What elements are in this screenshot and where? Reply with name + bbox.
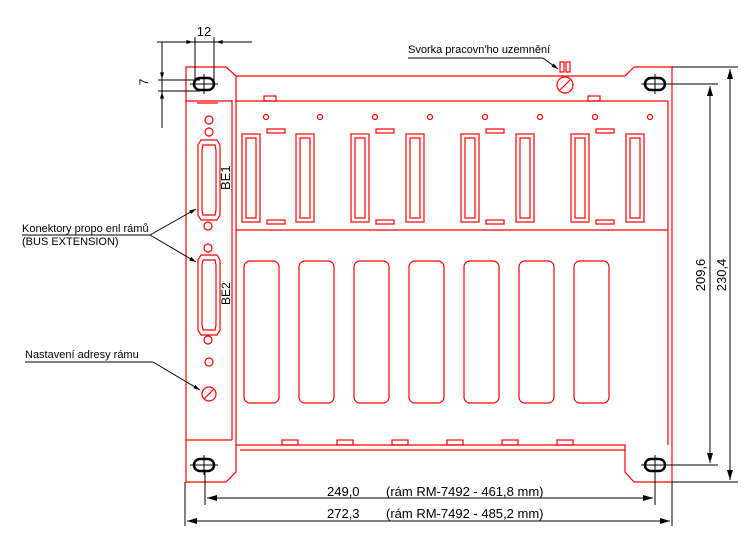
slot-screw	[481, 113, 489, 121]
slot-guide	[595, 219, 615, 225]
slot-window	[243, 260, 280, 404]
bottom-tab	[446, 439, 464, 446]
slot-screw	[371, 113, 379, 121]
slot-connector-inner	[409, 137, 421, 219]
slot-guide	[375, 128, 395, 134]
slot-connector	[295, 133, 315, 223]
slot-screw	[591, 113, 599, 121]
slot-guide	[266, 128, 286, 134]
slot-screw	[262, 113, 270, 121]
slot-connector	[405, 133, 425, 223]
slot-connector-inner	[574, 137, 586, 219]
slot-screw	[316, 113, 324, 121]
slot-connector-inner	[245, 137, 257, 219]
slot-connector	[625, 133, 645, 223]
slot-screw	[646, 113, 654, 121]
slot-guide	[595, 128, 615, 134]
dim-overall-width-note: (rám RM-7492 - 485,2 mm)	[386, 506, 543, 521]
slot-screw	[426, 113, 434, 121]
callout-grounding-terminal: Svorka pracovn'ho uzemnění	[408, 44, 559, 70]
dim-hole-width: 12	[197, 24, 211, 39]
slot-window	[408, 260, 445, 404]
dim-overall-height: 230,4	[714, 259, 729, 292]
card-slot-connectors	[241, 113, 654, 225]
slot-guide	[266, 219, 286, 225]
slot-window	[518, 260, 555, 404]
bottom-tab	[281, 439, 299, 446]
slot-window	[298, 260, 335, 404]
slot-connector-inner	[354, 137, 366, 219]
slot-connector-inner	[519, 137, 531, 219]
bottom-tab	[391, 439, 409, 446]
bus-connector-be2: BE2	[197, 243, 233, 345]
slot-guide	[375, 219, 395, 225]
dim-horizontal-hole-spacing: 249,0	[327, 484, 360, 499]
dimension-vertical-hole-spacing: 209,6	[662, 83, 718, 466]
dimension-horizontal-hole-spacing: 249,0 (rám RM-7492 - 461,8 mm)	[204, 470, 656, 505]
bus-connector-be1: BE1	[197, 127, 233, 231]
bottom-tab	[501, 439, 519, 446]
slot-connector	[350, 133, 370, 223]
grounding-terminal-label: Svorka pracovn'ho uzemnění	[408, 44, 550, 56]
slot-guide	[485, 219, 505, 225]
callout-address-setting: Nastavení adresy rámu	[25, 349, 201, 391]
dim-hole-height: 7	[137, 78, 151, 85]
dim-vertical-hole-spacing: 209,6	[693, 259, 708, 292]
bus-connectors-label: Konektory propo enl rámů	[22, 223, 149, 235]
slot-connector-inner	[299, 137, 311, 219]
slot-window	[353, 260, 390, 404]
card-slot-windows	[243, 260, 610, 404]
slot-window	[573, 260, 610, 404]
slot-window	[463, 260, 500, 404]
address-switch	[201, 115, 217, 402]
be1-label: BE1	[218, 165, 233, 190]
dim-overall-width: 272,3	[327, 506, 360, 521]
bottom-tabs	[281, 439, 574, 446]
bus-connectors-sublabel: (BUS EXTENSION)	[22, 236, 119, 248]
slot-screw	[536, 113, 544, 121]
slot-guide	[485, 128, 505, 134]
frame-outline	[185, 66, 673, 483]
dimension-overall-width: 272,3 (rám RM-7492 - 485,2 mm)	[184, 482, 673, 526]
address-setting-label: Nastavení adresy rámu	[25, 349, 139, 361]
slot-connector	[515, 133, 535, 223]
slot-connector-inner	[464, 137, 476, 219]
be2-label: BE2	[219, 282, 233, 305]
callout-bus-connectors: Konektory propo enl rámů (BUS EXTENSION)	[22, 208, 197, 263]
bottom-tab	[556, 439, 574, 446]
dimension-hole-height: 7	[137, 42, 200, 128]
bottom-tab	[336, 439, 354, 446]
slot-connector	[241, 133, 261, 223]
grounding-terminal	[556, 61, 574, 94]
mounting-holes	[190, 74, 669, 475]
dimension-overall-height: 230,4	[672, 66, 738, 483]
slot-connector	[460, 133, 480, 223]
dim-horizontal-hole-spacing-note: (rám RM-7492 - 461,8 mm)	[386, 484, 543, 499]
dimension-hole-width: 12	[157, 24, 252, 84]
slot-connector-inner	[629, 137, 641, 219]
slot-connector	[570, 133, 590, 223]
